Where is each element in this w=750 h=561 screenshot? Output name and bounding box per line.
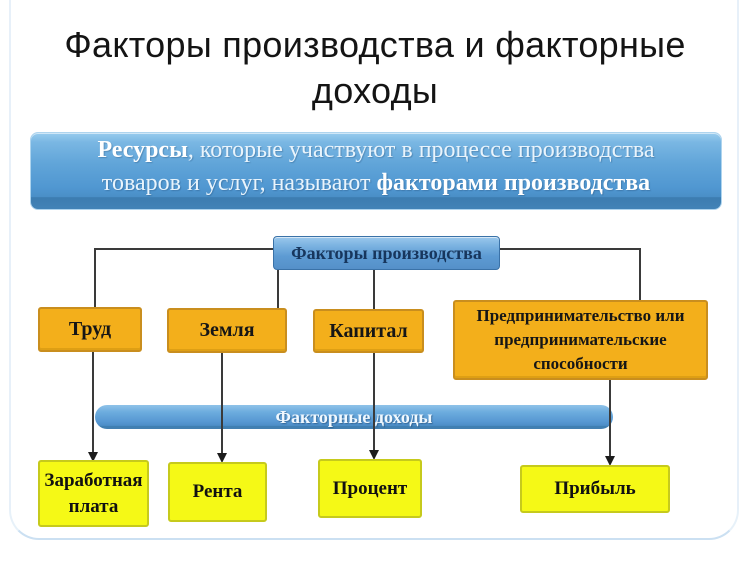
- connector-root-right-horizontal: [500, 248, 640, 250]
- connector-root-to-land: [277, 269, 279, 311]
- factor-box-entrepreneurship: Предпринимательство или предпринимательс…: [453, 300, 708, 380]
- definition-banner-line2: товаров и услуг, называют факторами прои…: [51, 167, 701, 200]
- arrow-labor-to-wage-head-icon: [88, 452, 98, 462]
- income-box-wage: Заработная плата: [38, 460, 149, 527]
- definition-text-1: , которые участвуют в процессе производс…: [187, 137, 655, 163]
- arrow-entrepreneurship-to-profit-head-icon: [605, 456, 615, 466]
- arrow-entrepreneurship-to-profit-shaft: [609, 379, 611, 457]
- income-box-interest: Процент: [318, 459, 422, 518]
- connector-root-left-horizontal: [95, 248, 273, 250]
- page-title-line1: Факторы производства и факторные: [64, 24, 686, 65]
- arrow-capital-to-interest-shaft: [373, 352, 375, 451]
- slide-frame-border: [9, 0, 739, 540]
- connector-root-to-labor: [94, 248, 96, 309]
- arrow-land-to-rent-shaft: [221, 352, 223, 454]
- factors-root-box: Факторы производства: [273, 236, 500, 270]
- factor-box-capital: Капитал: [313, 309, 424, 353]
- factor-incomes-bar: Факторные доходы: [95, 405, 613, 429]
- arrow-capital-to-interest-head-icon: [369, 450, 379, 460]
- definition-banner: Ресурсы, которые участвуют в процессе пр…: [30, 132, 722, 210]
- definition-banner-line1: Ресурсы, которые участвуют в процессе пр…: [51, 134, 701, 167]
- connector-root-to-capital: [373, 269, 375, 312]
- definition-term-2: факторами производства: [376, 170, 651, 196]
- page-title: Факторы производства и факторные доходы: [0, 22, 750, 114]
- income-box-rent: Рента: [168, 462, 267, 522]
- definition-term: Ресурсы: [97, 137, 188, 163]
- definition-text-2: товаров и услуг, называют: [101, 170, 377, 196]
- page-title-line2: доходы: [311, 70, 439, 111]
- factor-box-land: Земля: [167, 308, 287, 353]
- arrow-land-to-rent-head-icon: [217, 453, 227, 463]
- income-box-profit: Прибыль: [520, 465, 670, 513]
- connector-root-to-entrepreneurship: [639, 248, 641, 302]
- factor-box-labor: Труд: [38, 307, 142, 352]
- arrow-labor-to-wage-shaft: [92, 351, 94, 453]
